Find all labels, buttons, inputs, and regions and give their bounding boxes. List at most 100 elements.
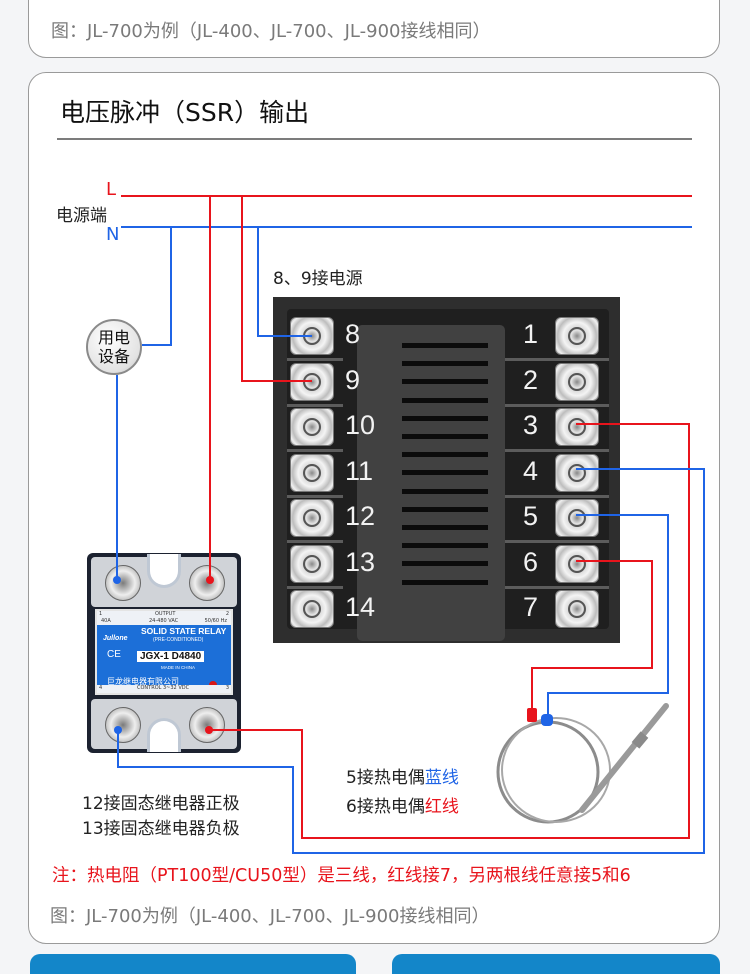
terminal-8-number: 8 bbox=[345, 319, 361, 349]
relay-label-plate: 1 OUTPUT 2 40A 24-480 VAC 50/60 Hz SOLID… bbox=[95, 609, 233, 695]
relay-terminal-3 bbox=[189, 707, 225, 743]
vent-slot bbox=[402, 579, 488, 585]
thermocouple-red-note: 6接热电偶红线 bbox=[346, 792, 459, 817]
load-device-label-1: 用电 bbox=[97, 328, 130, 347]
power-source-label: 电源端 bbox=[56, 206, 107, 226]
terminal-11-number: 11 bbox=[345, 455, 374, 486]
terminal-6-screw bbox=[555, 544, 599, 583]
thermocouple-blue-note-prefix: 5接热电偶 bbox=[346, 768, 425, 788]
relay-terminal-3-label: 3 bbox=[225, 685, 229, 691]
relay-origin: MADE IN CHINA bbox=[161, 665, 196, 670]
relay-model: JGX-1 D4840 bbox=[137, 651, 205, 662]
terminal-3-number: 3 bbox=[523, 410, 539, 440]
title-divider bbox=[57, 138, 692, 140]
terminal-13-number: 13 bbox=[345, 546, 376, 577]
vent-slot bbox=[402, 434, 488, 439]
previous-caption: 图：JL-700为例（JL-400、JL-700、JL-900接线相同） bbox=[51, 21, 491, 42]
solid-state-relay: 1 OUTPUT 2 40A 24-480 VAC 50/60 Hz SOLID… bbox=[87, 553, 241, 753]
neutral-line-label: N bbox=[106, 224, 120, 245]
blue-wire-word: 蓝线 bbox=[424, 768, 459, 788]
relay-terminal-1-label: 1 bbox=[99, 611, 103, 617]
relay-control-terminals bbox=[91, 699, 237, 752]
relay-brand: Jullone bbox=[103, 635, 128, 642]
vent-slot bbox=[402, 506, 488, 512]
vent-panel bbox=[357, 325, 505, 641]
diagram-caption: 图：JL-700为例（JL-400、JL-700、JL-900接线相同） bbox=[50, 906, 490, 927]
terminal-9-number: 9 bbox=[345, 364, 361, 395]
vent-slot bbox=[402, 452, 488, 458]
terminal-7-number: 7 bbox=[523, 592, 539, 622]
terminal-3-screw bbox=[555, 408, 599, 446]
previous-diagram-card: 图：JL-700为例（JL-400、JL-700、JL-900接线相同） bbox=[28, 0, 720, 58]
relay-frequency-rating: 50/60 Hz bbox=[204, 618, 227, 624]
terminal-1-number: 1 bbox=[523, 319, 539, 349]
terminal-10-number: 10 bbox=[345, 410, 376, 440]
terminal-12-screw bbox=[290, 499, 334, 537]
terminal-9-screw bbox=[290, 362, 334, 401]
terminal-row-divider bbox=[505, 449, 609, 452]
terminal-row-divider bbox=[287, 449, 343, 452]
next-section-tab-left[interactable] bbox=[30, 954, 356, 974]
relay-control-rating: CONTROL 3~32 VDC bbox=[137, 685, 190, 691]
terminal-6-number: 6 bbox=[523, 546, 539, 577]
relay-current-rating: 40A bbox=[101, 618, 111, 624]
relay-terminal-1 bbox=[105, 565, 141, 601]
terminal-14-number: 14 bbox=[345, 592, 376, 622]
next-section-tab-right[interactable] bbox=[392, 954, 720, 974]
relay-terminal-4 bbox=[105, 707, 141, 743]
relay-output-terminals bbox=[91, 554, 237, 607]
relay-mount-notch bbox=[147, 554, 181, 588]
relay-terminal-2-label: 2 bbox=[225, 611, 229, 617]
relay-negative-note: 13接固态继电器负极 bbox=[82, 819, 240, 839]
relay-terminal-2 bbox=[189, 565, 225, 601]
terminal-row-divider bbox=[287, 358, 343, 361]
load-device: 用电 设备 bbox=[86, 319, 142, 375]
vent-slot bbox=[402, 543, 488, 549]
relay-voltage-rating: 24-480 VAC bbox=[149, 618, 179, 624]
relay-mount-notch-bottom bbox=[147, 718, 181, 752]
load-device-label-2: 设备 bbox=[97, 347, 130, 366]
relay-output-label: OUTPUT bbox=[155, 611, 176, 617]
terminal-row-divider bbox=[287, 540, 343, 543]
vent-slot bbox=[402, 488, 488, 494]
terminal-row-divider bbox=[505, 403, 609, 407]
terminal-5-screw bbox=[555, 499, 599, 537]
thermocouple-blue-note: 5接热电偶蓝线 bbox=[346, 763, 459, 788]
rtd-wiring-note: 注：热电阻（PT100型/CU50型）是三线，红线接7，另两根线任意接5和6 bbox=[52, 866, 631, 886]
section-title: 电压脉冲（SSR）输出 bbox=[60, 98, 310, 127]
terminal-10-screw bbox=[290, 408, 334, 446]
terminal-row-divider bbox=[287, 585, 343, 589]
terminal-13-screw bbox=[290, 544, 334, 583]
terminal-2-screw bbox=[555, 362, 599, 401]
vent-slot bbox=[402, 415, 488, 421]
live-line-label: L bbox=[106, 179, 117, 200]
vent-slot bbox=[402, 397, 488, 403]
terminal-row-divider bbox=[505, 540, 609, 543]
terminal-row-divider bbox=[287, 494, 343, 498]
ce-mark: CE bbox=[107, 649, 121, 660]
vent-slot bbox=[402, 561, 488, 567]
relay-subtitle: (PRE-CONDITIONED) bbox=[153, 637, 204, 643]
terminal-12-number: 12 bbox=[345, 501, 376, 531]
terminal-2-number: 2 bbox=[523, 364, 539, 395]
vent-slot bbox=[402, 525, 488, 530]
terminal-1-screw bbox=[555, 317, 599, 355]
power-terminal-note: 8、9接电源 bbox=[273, 269, 363, 289]
vent-slot bbox=[402, 343, 488, 348]
terminal-4-screw bbox=[555, 453, 599, 492]
relay-terminal-4-label: 4 bbox=[99, 685, 103, 691]
red-wire-word: 红线 bbox=[424, 797, 459, 817]
terminal-4-number: 4 bbox=[523, 455, 539, 486]
vent-slot bbox=[402, 470, 488, 476]
vent-slot bbox=[402, 379, 488, 385]
terminal-5-number: 5 bbox=[523, 501, 539, 531]
terminal-row-divider bbox=[505, 358, 609, 361]
terminal-8-screw bbox=[290, 317, 334, 355]
terminal-row-divider bbox=[505, 494, 609, 498]
terminal-row-divider bbox=[505, 585, 609, 589]
relay-name: SOLID STATE RELAY bbox=[141, 626, 227, 636]
thermocouple-red-note-prefix: 6接热电偶 bbox=[346, 797, 425, 817]
relay-control-strip: 4 CONTROL 3~32 VDC 3 bbox=[97, 685, 231, 693]
relay-output-strip: 1 OUTPUT 2 40A 24-480 VAC 50/60 Hz bbox=[97, 611, 231, 625]
